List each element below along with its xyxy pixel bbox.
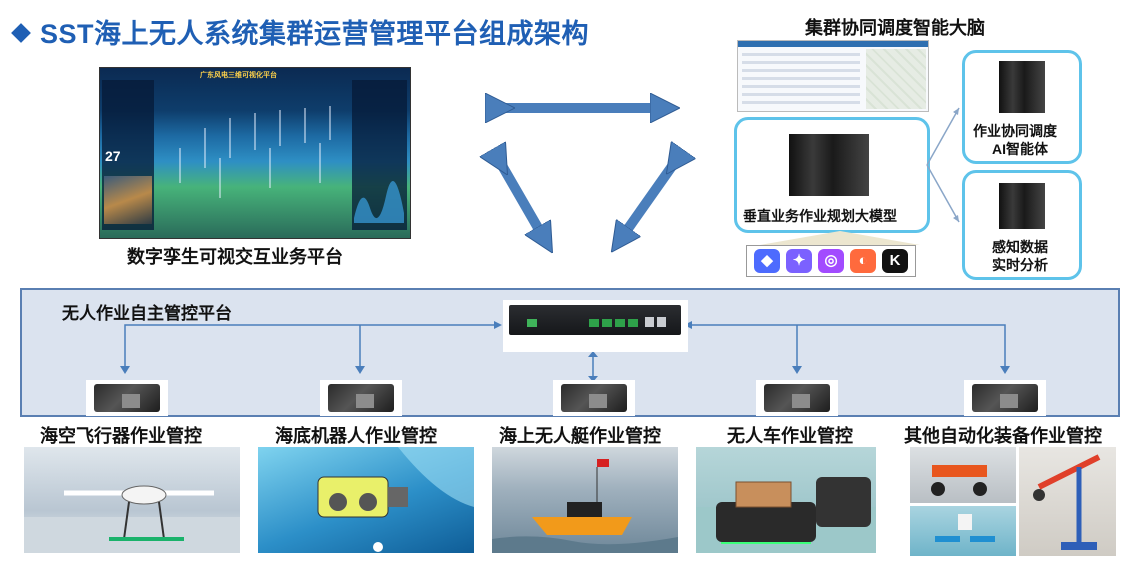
- model-logo-3-icon: ◎: [818, 249, 844, 273]
- control-board-2: [320, 380, 402, 416]
- diamond-bullet-icon: [11, 23, 31, 43]
- agent-label-2: AI智能体: [992, 141, 1048, 157]
- edge-controller-device: [503, 300, 688, 352]
- model-label: 垂直业务作业规划大模型: [743, 208, 897, 224]
- agent-box: 作业协同调度 AI智能体: [962, 50, 1082, 164]
- unit-label-1: 海空飞行器作业管控: [40, 426, 202, 446]
- digital-twin-label: 数字孪生可视交互业务平台: [127, 247, 343, 267]
- dashboard-map: [866, 49, 926, 109]
- screen-wave-chart: [354, 180, 404, 223]
- control-board-3: [553, 380, 635, 416]
- wind-turbine-field: [179, 106, 331, 198]
- model-logo-4-icon: ◐: [850, 249, 876, 273]
- automation-equipment-photo-2: [910, 506, 1016, 556]
- underwater-robot-photo: [258, 447, 474, 553]
- dispatch-dashboard-screenshot: [737, 40, 929, 112]
- screen-mini-image: [104, 176, 152, 224]
- drone-photo: [24, 447, 240, 553]
- automation-equipment-photo: [910, 447, 1016, 503]
- triangle-arrows: [470, 80, 710, 270]
- screen-title: 广东风电三维可视化平台: [200, 72, 277, 79]
- server-rack-icon: [999, 183, 1045, 229]
- unit-label-2: 海底机器人作业管控: [275, 426, 437, 446]
- agent-label-1: 作业协同调度: [973, 123, 1057, 139]
- unmanned-vehicle-photo: [696, 447, 876, 553]
- analysis-label-1: 感知数据: [992, 239, 1048, 255]
- dashboard-header: [738, 41, 928, 47]
- screen-value: 27: [105, 148, 121, 164]
- control-board-1: [86, 380, 168, 416]
- digital-twin-screenshot: 广东风电三维可视化平台 27: [99, 67, 411, 239]
- analysis-label-2: 实时分析: [992, 257, 1048, 273]
- control-platform-label: 无人作业自主管控平台: [62, 304, 232, 323]
- model-logos-strip: ◆ ✦ ◎ ◐ K: [746, 245, 916, 277]
- model-box: 垂直业务作业规划大模型: [734, 117, 930, 233]
- unit-label-3: 海上无人艇作业管控: [499, 426, 661, 446]
- control-links: [120, 321, 1010, 382]
- unit-label-5: 其他自动化装备作业管控: [904, 426, 1102, 446]
- page-title: SST海上无人系统集群运营管理平台组成架构: [10, 12, 589, 51]
- model-logo-2-icon: ✦: [786, 249, 812, 273]
- unit-label-4: 无人车作业管控: [727, 426, 853, 446]
- control-board-4: [756, 380, 838, 416]
- analysis-box: 感知数据 实时分析: [962, 170, 1082, 280]
- unmanned-boat-photo: [492, 447, 678, 553]
- automation-equipment-photo-3: [1019, 447, 1116, 556]
- control-board-5: [964, 380, 1046, 416]
- deepseek-logo-icon: ◆: [754, 249, 780, 273]
- logo-bracket: [760, 231, 920, 245]
- fanout-arrows: [926, 107, 960, 223]
- brain-label: 集群协同调度智能大脑: [805, 18, 985, 38]
- kimi-logo-icon: K: [882, 249, 908, 273]
- server-rack-icon: [999, 61, 1045, 113]
- server-rack-icon: [789, 134, 869, 196]
